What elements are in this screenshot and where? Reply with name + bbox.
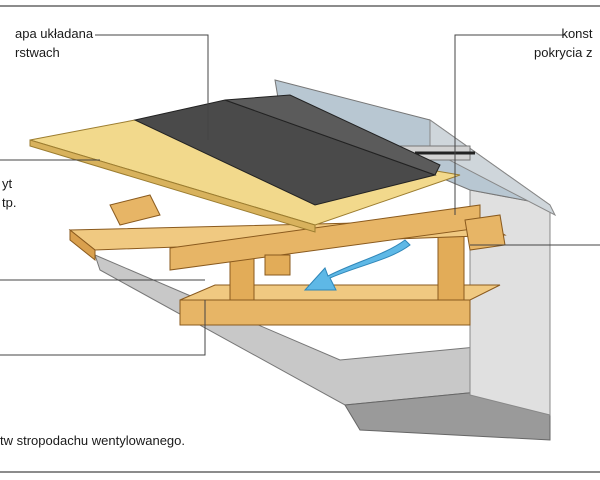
airflow-arrow-icon bbox=[303, 239, 411, 291]
label-boards-line1: yt bbox=[2, 176, 13, 191]
figure-caption: tw stropodachu wentylowanego. bbox=[0, 433, 186, 448]
label-construction: konst pokrycia z bbox=[534, 24, 593, 62]
post-left bbox=[229, 254, 255, 301]
block-middle bbox=[264, 254, 291, 276]
upper-beam-end bbox=[69, 228, 96, 262]
leader-membrane bbox=[95, 34, 209, 140]
label-roofing-membrane: apa układana rstwach bbox=[15, 24, 93, 62]
lower-beam-top bbox=[179, 284, 501, 301]
label-boards-line2: tp. bbox=[2, 195, 17, 210]
label-construction-line1: konst bbox=[561, 26, 593, 41]
membrane-strip-right bbox=[224, 94, 441, 176]
label-roofing-membrane-line2: rstwach bbox=[15, 45, 60, 60]
parapet-flashing bbox=[429, 119, 557, 217]
joist-end-left bbox=[109, 194, 161, 226]
board-edge bbox=[29, 139, 316, 233]
label-boards: yt tp. bbox=[2, 174, 16, 212]
label-construction-line2: pokrycia z bbox=[534, 45, 593, 60]
post-right bbox=[437, 234, 465, 301]
leader-construction bbox=[454, 34, 565, 215]
leader-ceiling bbox=[0, 300, 206, 356]
label-roofing-membrane-line1: apa układana bbox=[15, 26, 94, 41]
